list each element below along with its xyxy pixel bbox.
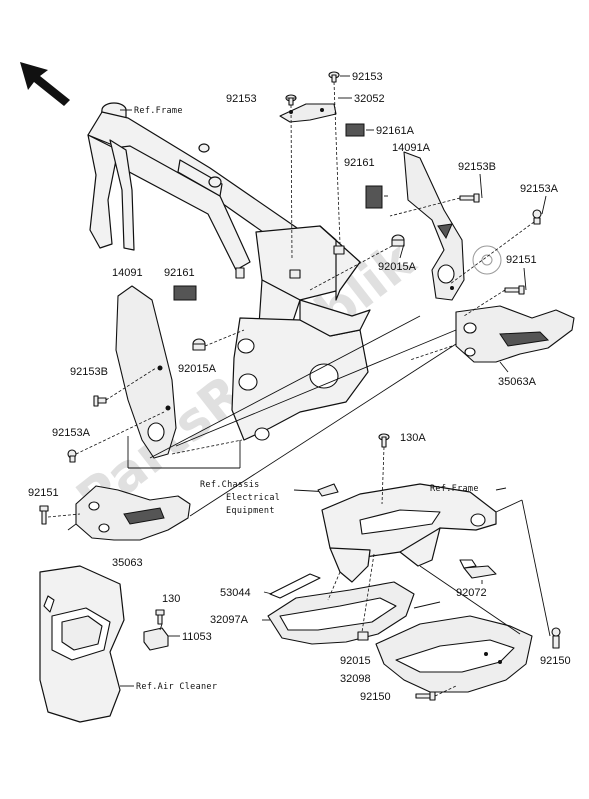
label-14091A: 14091A xyxy=(392,142,431,154)
air-cleaner-housing xyxy=(39,565,125,723)
label-92161-left: 92161 xyxy=(164,267,195,279)
collar-92015 xyxy=(357,631,369,641)
label-92015A-left: 92015A xyxy=(178,363,217,375)
label-11053: 11053 xyxy=(182,631,212,643)
rear-subframe xyxy=(321,483,497,583)
ref-frame-mid: Ref.Frame xyxy=(430,484,479,494)
label-14091: 14091 xyxy=(112,267,143,279)
main-frame-drawing xyxy=(87,102,371,441)
label-92150-bottom: 92150 xyxy=(360,691,391,703)
tray-32098 xyxy=(375,615,533,693)
rod-53044 xyxy=(269,573,321,599)
label-32052: 32052 xyxy=(354,93,385,105)
screw-92153-left xyxy=(285,94,297,106)
screw-92153A-left xyxy=(67,449,77,463)
ref-chassis-line-1: Ref.Chassis xyxy=(200,480,260,490)
collar-92015A-right xyxy=(391,234,405,247)
footrest-bracket-35063A xyxy=(455,305,575,363)
label-92153B-right: 92153B xyxy=(458,161,496,173)
screw-92153B-left xyxy=(93,395,107,407)
label-92153A-left: 92153A xyxy=(52,427,91,439)
label-92153A-right: 92153A xyxy=(520,183,559,195)
label-92153B-left: 92153B xyxy=(70,366,108,378)
bolt-92151-right xyxy=(504,285,525,295)
direction-arrow-icon xyxy=(20,62,70,106)
frame-cover-14091 xyxy=(115,285,177,459)
pad-92161A xyxy=(345,123,365,137)
screw-130A xyxy=(378,433,390,448)
ref-air-cleaner: Ref.Air Cleaner xyxy=(136,682,217,692)
collar-92015A-left xyxy=(192,338,206,351)
label-35063: 35063 xyxy=(112,557,143,569)
label-92015: 92015 xyxy=(340,655,371,667)
bolt-92150-right xyxy=(551,627,561,649)
label-32097A: 32097A xyxy=(210,614,249,626)
label-92150-right: 92150 xyxy=(540,655,571,667)
label-92153-left: 92153 xyxy=(226,93,257,105)
screw-130 xyxy=(155,609,165,625)
bolt-92151-left xyxy=(39,505,49,525)
bracket-11053 xyxy=(143,627,169,651)
ref-chassis-line-2: Electrical xyxy=(226,493,280,503)
ref-chassis-line-3: Equipment xyxy=(226,506,275,516)
label-35063A: 35063A xyxy=(498,376,537,388)
footrest-bracket-35063 xyxy=(75,485,191,541)
leader-lines xyxy=(47,75,551,697)
screw-92153B-right xyxy=(459,193,480,203)
label-32098: 32098 xyxy=(340,673,371,685)
screw-92153-top xyxy=(328,71,340,83)
label-92161A: 92161A xyxy=(376,125,415,137)
label-92151-right: 92151 xyxy=(506,254,537,266)
ref-frame-top: Ref.Frame xyxy=(134,106,183,116)
label-92151-left: 92151 xyxy=(28,487,59,499)
label-92072: 92072 xyxy=(456,587,487,599)
label-130A: 130A xyxy=(400,432,426,444)
screw-92153A-right xyxy=(532,209,542,225)
tray-32097A xyxy=(267,581,415,645)
strap-92072 xyxy=(459,559,497,579)
pad-92161-right xyxy=(365,185,383,209)
bolt-92150-bottom xyxy=(415,691,436,701)
label-92153-top: 92153 xyxy=(352,71,383,83)
label-130: 130 xyxy=(162,593,180,605)
label-53044: 53044 xyxy=(220,587,251,599)
label-92015A-right: 92015A xyxy=(378,261,417,273)
gear-emblem-icon xyxy=(472,245,502,275)
frame-cover-14091A xyxy=(403,151,465,301)
bracket-32052 xyxy=(279,103,337,123)
pad-92161-left xyxy=(173,285,197,301)
label-92161-right: 92161 xyxy=(344,157,375,169)
